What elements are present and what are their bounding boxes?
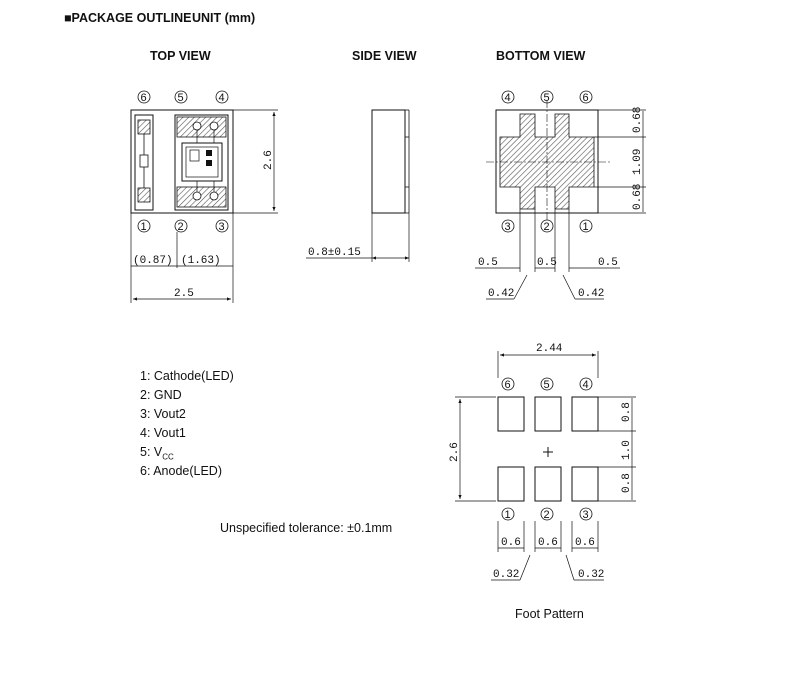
section-title: ■PACKAGE OUTLINE xyxy=(64,11,192,25)
foot-pin-4-label: 4 xyxy=(583,379,589,391)
foot-pad-6 xyxy=(497,396,525,432)
bottom-gap-right-dim: 0.42 xyxy=(578,288,604,300)
pin-list-5-sub: CC xyxy=(162,452,174,462)
pin-3-label: 3 xyxy=(219,221,225,233)
pin-list-3: 3: Vout2 xyxy=(140,407,186,421)
pin-5-label: 5 xyxy=(178,92,184,104)
side-thickness-dim: 0.8±0.15 xyxy=(308,247,361,259)
top-pin-labels: 6 5 4 1 2 3 xyxy=(137,90,229,233)
foot-pin-3-label: 3 xyxy=(583,509,589,521)
top-view-title: TOP VIEW xyxy=(150,49,211,63)
pad-5-4 xyxy=(176,116,227,138)
bottom-pad-bottom-dim: 0.68 xyxy=(632,184,644,210)
top-left-dim: (0.87) xyxy=(133,255,173,267)
bottom-gap-left-dim: 0.42 xyxy=(488,288,514,300)
bottom-view-title: BOTTOM VIEW xyxy=(496,49,586,63)
sensor-die xyxy=(181,142,223,182)
foot-pad-top-dim: 0.8 xyxy=(621,402,633,422)
led-die xyxy=(139,154,149,168)
bottom-pin-6-label: 6 xyxy=(583,92,589,104)
pad-1 xyxy=(137,187,151,203)
tolerance-note: Unspecified tolerance: ±0.1mm xyxy=(220,521,393,535)
top-height-dim: 2.6 xyxy=(263,150,275,170)
sensor-area xyxy=(174,114,229,211)
foot-pin-6-label: 6 xyxy=(505,379,511,391)
foot-pattern: 2.44 2.6 0.8 1.0 0.8 6 5 4 xyxy=(449,343,636,581)
bottom-view: 0.68 1.09 0.68 0.5 0.5 0.5 0.42 0.42 4 xyxy=(475,90,646,300)
foot-pin-5-label: 5 xyxy=(544,379,550,391)
bottom-pin-5-label: 5 xyxy=(544,92,550,104)
foot-pad-5 xyxy=(534,396,562,432)
side-view-title: SIDE VIEW xyxy=(352,49,417,63)
pin-list-1: 1: Cathode(LED) xyxy=(140,369,234,383)
top-view: 2.6 (0.87) (1.63) 2.5 6 5 4 1 2 xyxy=(130,90,278,303)
pin-list-2: 2: GND xyxy=(140,388,182,402)
pin-list-5-prefix: 5: V xyxy=(140,445,163,459)
side-body xyxy=(371,109,406,214)
foot-pin-labels: 6 5 4 1 2 3 xyxy=(501,377,593,521)
bottom-pin-2-label: 2 xyxy=(544,221,550,233)
pin-list-6: 6: Anode(LED) xyxy=(140,464,222,478)
foot-pad-4 xyxy=(571,396,599,432)
pin-list-4: 4: Vout1 xyxy=(140,426,186,440)
foot-pad-2 xyxy=(534,466,562,502)
bottom-pin-3-label: 3 xyxy=(505,221,511,233)
foot-w2-dim: 0.6 xyxy=(538,537,558,549)
foot-gap-left-dim: 0.32 xyxy=(493,569,519,581)
foot-pad-bottom-dim: 0.8 xyxy=(621,473,633,493)
foot-height-dim: 2.6 xyxy=(449,442,461,462)
pin-2-label: 2 xyxy=(178,221,184,233)
pin-4-label: 4 xyxy=(219,92,225,104)
bottom-right-dim: 0.5 xyxy=(598,257,618,269)
foot-gap-right-dim: 0.32 xyxy=(578,569,604,581)
bottom-pin-labels: 4 5 6 3 2 1 xyxy=(501,90,593,233)
pad-6 xyxy=(137,119,151,135)
foot-pin-1-label: 1 xyxy=(505,509,511,521)
bottom-pad-top-dim: 0.68 xyxy=(632,107,644,133)
bottom-center-dim: 1.09 xyxy=(632,149,644,175)
foot-w1-dim: 0.6 xyxy=(501,537,521,549)
pin-list-5: 5: VCC xyxy=(140,445,174,465)
bottom-mid-dim: 0.5 xyxy=(537,257,557,269)
pin-1-label: 1 xyxy=(141,221,147,233)
bottom-pin-4-label: 4 xyxy=(505,92,511,104)
foot-pad-3 xyxy=(571,466,599,502)
side-view: 0.8±0.15 xyxy=(306,109,410,262)
foot-w3-dim: 0.6 xyxy=(575,537,595,549)
top-right-dim: (1.63) xyxy=(181,255,221,267)
led-strip xyxy=(134,114,154,211)
foot-pad-1 xyxy=(497,466,525,502)
top-width-dim: 2.5 xyxy=(174,288,194,300)
foot-top-dim: 2.44 xyxy=(536,343,563,355)
unit-label: UNIT (mm) xyxy=(192,11,256,25)
foot-pattern-caption: Foot Pattern xyxy=(515,607,584,621)
bottom-left-dim: 0.5 xyxy=(478,257,498,269)
pin-6-label: 6 xyxy=(141,92,147,104)
bottom-pin-1-label: 1 xyxy=(583,221,589,233)
foot-center-dim: 1.0 xyxy=(621,440,633,460)
pad-2-3 xyxy=(176,186,227,208)
foot-pin-2-label: 2 xyxy=(544,509,550,521)
